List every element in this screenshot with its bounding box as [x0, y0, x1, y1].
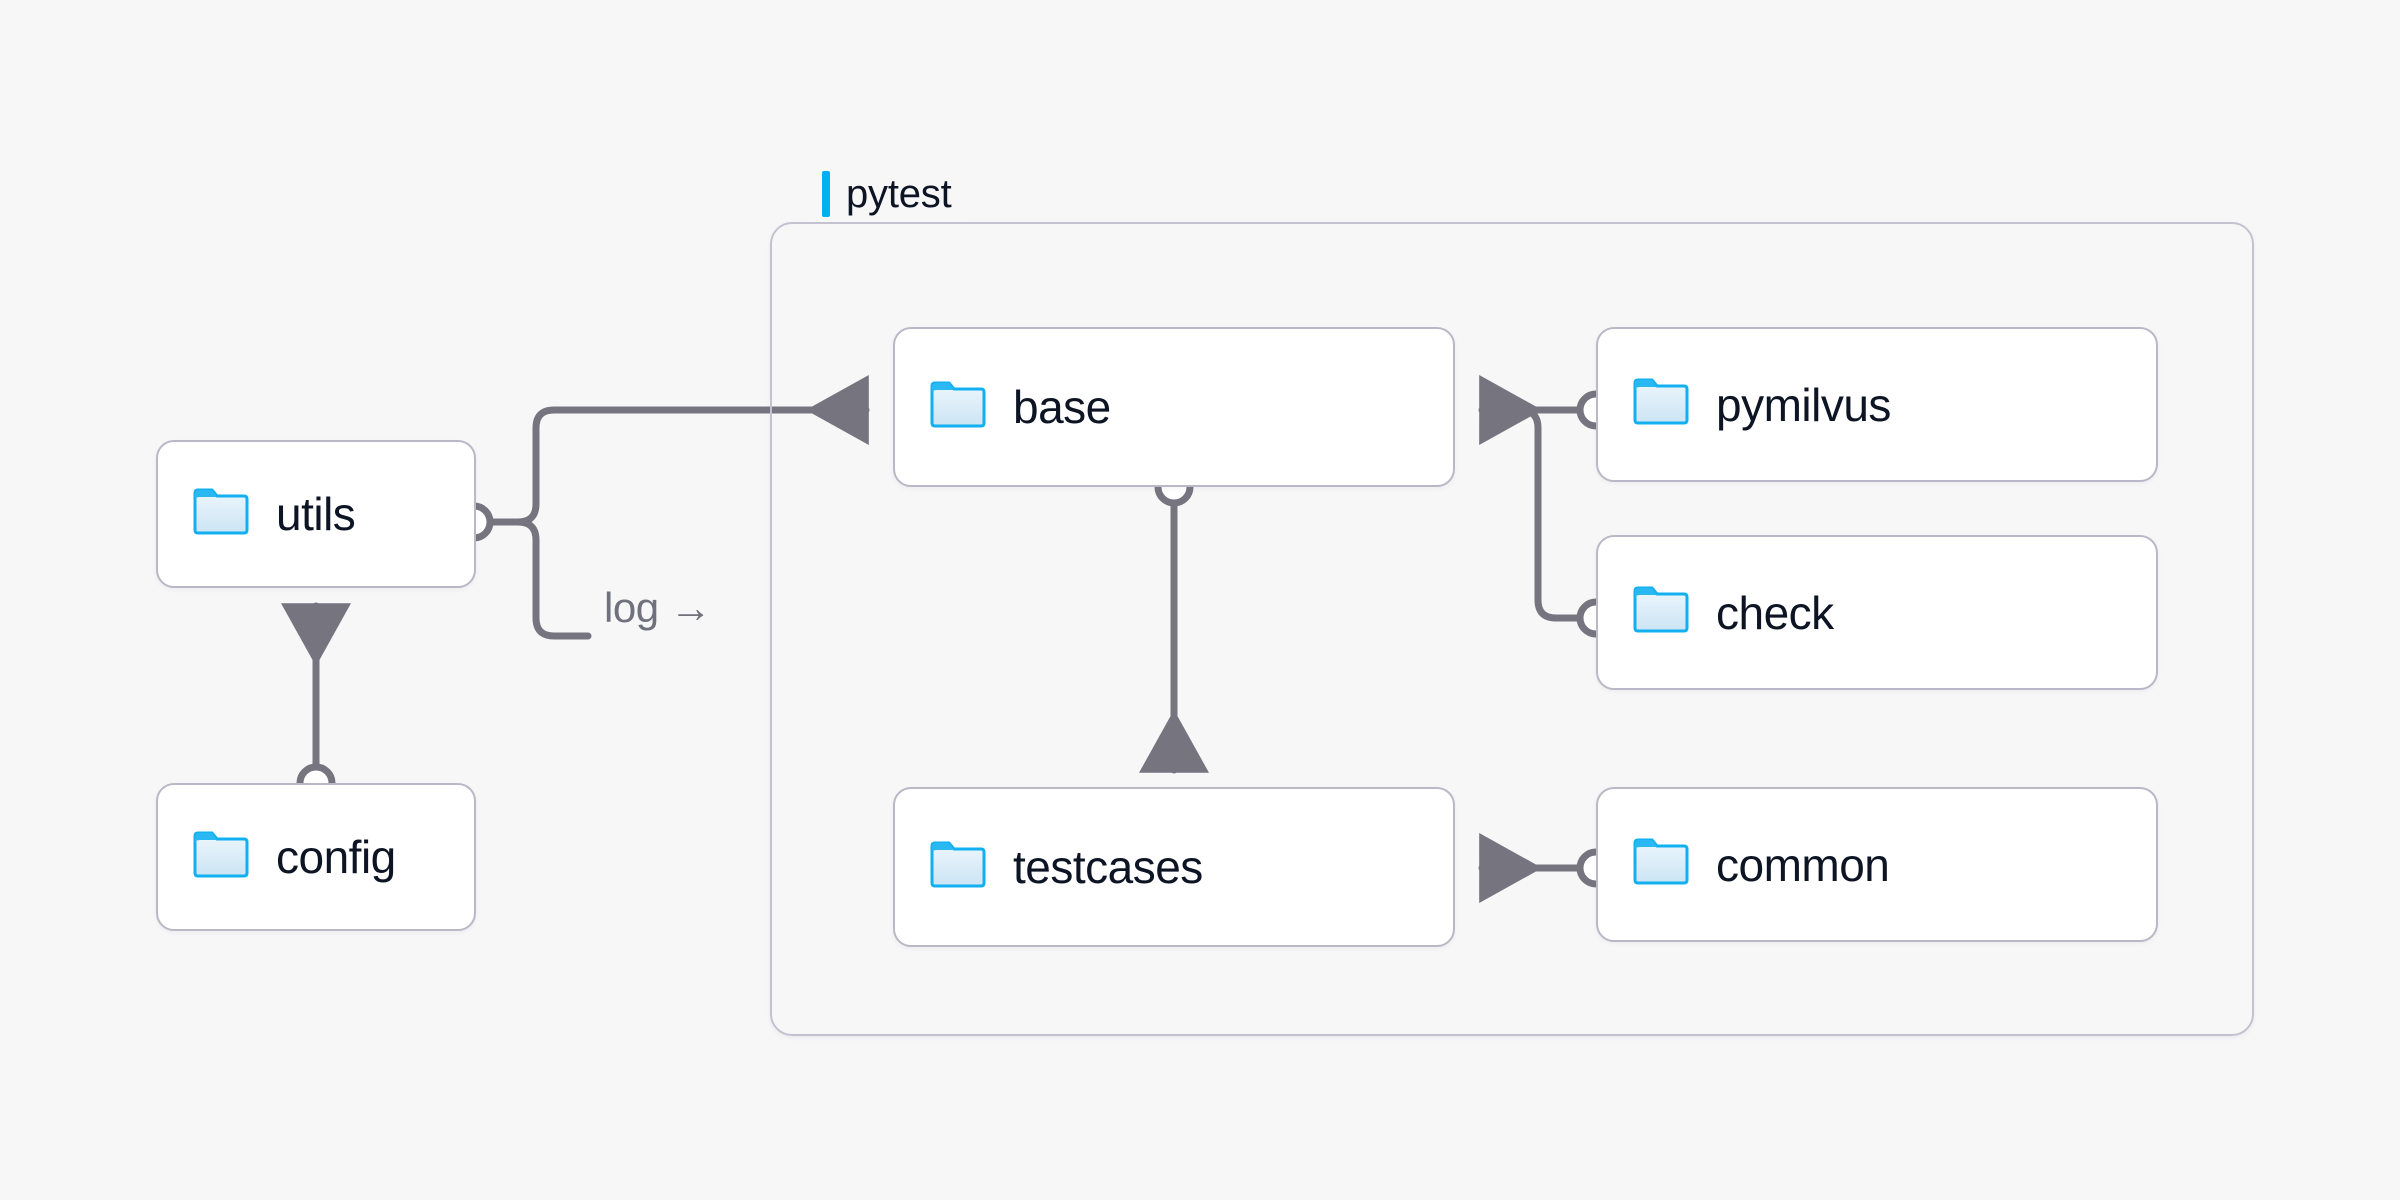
- node-pymilvus[interactable]: pymilvus: [1596, 327, 2158, 482]
- folder-icon: [1632, 586, 1690, 639]
- node-common[interactable]: common: [1596, 787, 2158, 942]
- node-utils-label: utils: [276, 488, 356, 540]
- edge-label-log: log →: [594, 584, 722, 632]
- node-config-label: config: [276, 831, 396, 883]
- wire-utils-branch-bottom: [488, 518, 592, 640]
- accent-bar-icon: [822, 171, 830, 217]
- group-pytest-label: pytest: [814, 166, 966, 222]
- node-testcases[interactable]: testcases: [893, 787, 1455, 947]
- folder-icon: [192, 488, 250, 541]
- node-utils[interactable]: utils: [156, 440, 476, 588]
- node-common-label: common: [1716, 838, 1890, 891]
- node-pymilvus-label: pymilvus: [1716, 378, 1891, 431]
- node-check[interactable]: check: [1596, 535, 2158, 690]
- node-testcases-label: testcases: [1013, 841, 1203, 893]
- folder-icon: [1632, 838, 1690, 891]
- node-base-label: base: [1013, 381, 1111, 433]
- folder-icon: [929, 381, 987, 434]
- node-base[interactable]: base: [893, 327, 1455, 487]
- node-check-label: check: [1716, 586, 1834, 639]
- folder-icon: [1632, 378, 1690, 431]
- folder-icon: [929, 841, 987, 894]
- group-pytest: [770, 222, 2254, 1036]
- group-pytest-label-text: pytest: [846, 172, 952, 216]
- folder-icon: [192, 831, 250, 884]
- node-config[interactable]: config: [156, 783, 476, 931]
